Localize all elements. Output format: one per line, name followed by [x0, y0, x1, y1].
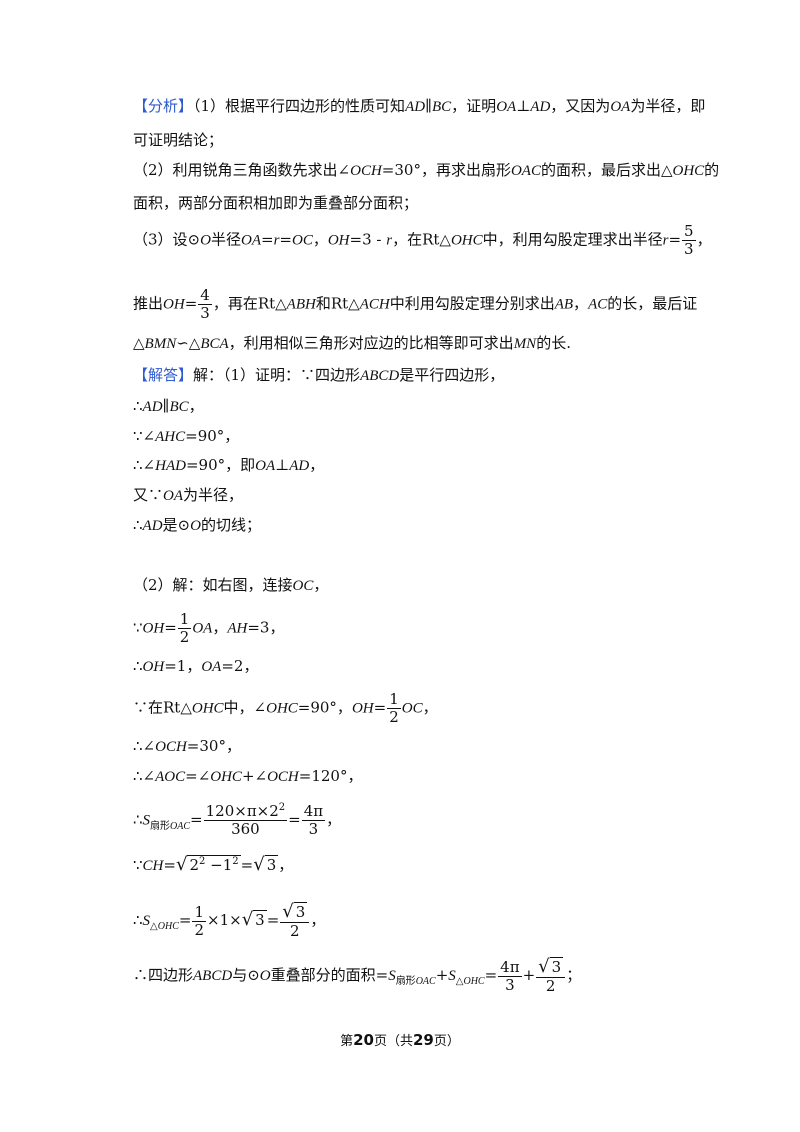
- page-footer: 第20页（共29页）: [0, 1030, 800, 1049]
- solution-line-11: ∴∠OCH=30°，: [133, 737, 241, 755]
- footer-suffix: 页）: [433, 1034, 460, 1049]
- footer-middle: 页（共: [373, 1034, 413, 1049]
- analysis-line-4: 面积，两部分面积相加即为重叠部分面积；: [133, 194, 419, 212]
- analysis-line-5: （3）设⊙O半径OA=r=OC，OH=3 - r，在Rt△OHC中，利用勾股定理…: [133, 222, 712, 258]
- analysis-tag: 【分析】: [133, 97, 194, 115]
- solution-line-6: ∴AD是⊙O的切线；: [133, 516, 261, 534]
- solution-tag: 【解答】: [133, 366, 194, 384]
- solution-line-12: ∴∠AOC=∠OHC+∠OCH=120°，: [133, 767, 363, 785]
- solution-line-3: ∵∠AHC=90°，: [133, 427, 240, 445]
- analysis-line-1: 【分析】（1）根据平行四边形的性质可知AD∥BC，证明OA⊥AD，又因为OA为半…: [133, 97, 706, 115]
- footer-total-pages: 29: [413, 1031, 434, 1049]
- analysis-line-3: （2）利用锐角三角函数先求出∠OCH=30°，再求出扇形OAC的面积，最后求出△…: [133, 161, 720, 179]
- footer-page-number: 20: [353, 1031, 374, 1049]
- solution-line-5: 又∵OA为半径，: [133, 486, 244, 504]
- analysis-line-2: 可证明结论；: [133, 131, 224, 149]
- solution-line-9: ∴OH=1，OA=2，: [133, 657, 259, 675]
- solution-line-14: ∵CH=√22 −12=√3，: [133, 854, 294, 875]
- solution-line-7: （2）解：如右图，连接OC，: [133, 576, 329, 594]
- solution-line-4: ∴∠HAD=90°，即OA⊥AD，: [133, 456, 325, 474]
- solution-line-1: 【解答】解：（1）证明：∵四边形ABCD是平行四边形，: [133, 366, 505, 384]
- footer-prefix: 第: [340, 1034, 354, 1049]
- analysis-line-7: △BMN∽△BCA，利用相似三角形对应边的比相等即可求出MN的长.: [133, 334, 571, 352]
- solution-line-2: ∴AD∥BC，: [133, 397, 204, 415]
